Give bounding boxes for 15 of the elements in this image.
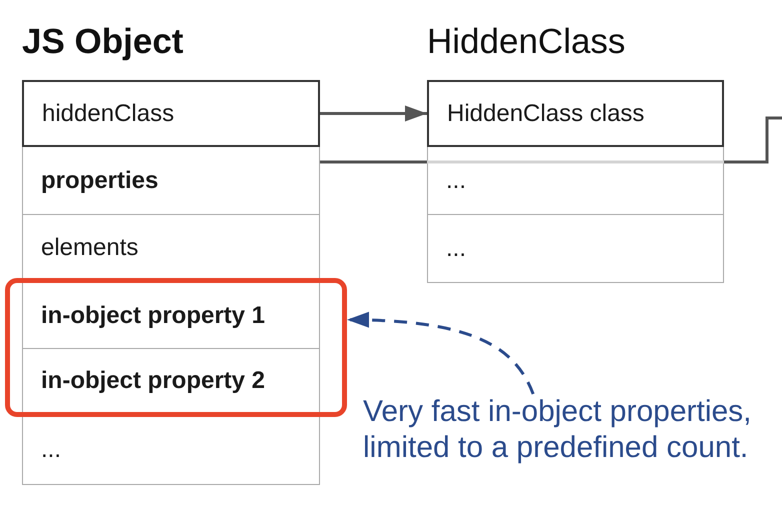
highlight-frame	[5, 278, 347, 417]
table-title: HiddenClass	[427, 22, 626, 62]
table-row: hiddenClass	[22, 80, 320, 147]
table-title: JS Object	[22, 22, 184, 62]
dashed-arrow	[346, 312, 535, 395]
table-row: properties	[22, 147, 320, 215]
annotation-text: Very fast in-object properties, limited to a predefined count.	[363, 394, 778, 466]
table-row: ...	[22, 416, 320, 485]
arrow	[320, 106, 427, 122]
table-row: HiddenClass class	[427, 80, 724, 147]
table-row: ...	[427, 215, 724, 283]
connector-line	[320, 116, 782, 164]
table-row: in-object property 1	[22, 283, 320, 349]
table-row: in-object property 2	[22, 349, 320, 412]
table-row: ...	[427, 147, 724, 215]
